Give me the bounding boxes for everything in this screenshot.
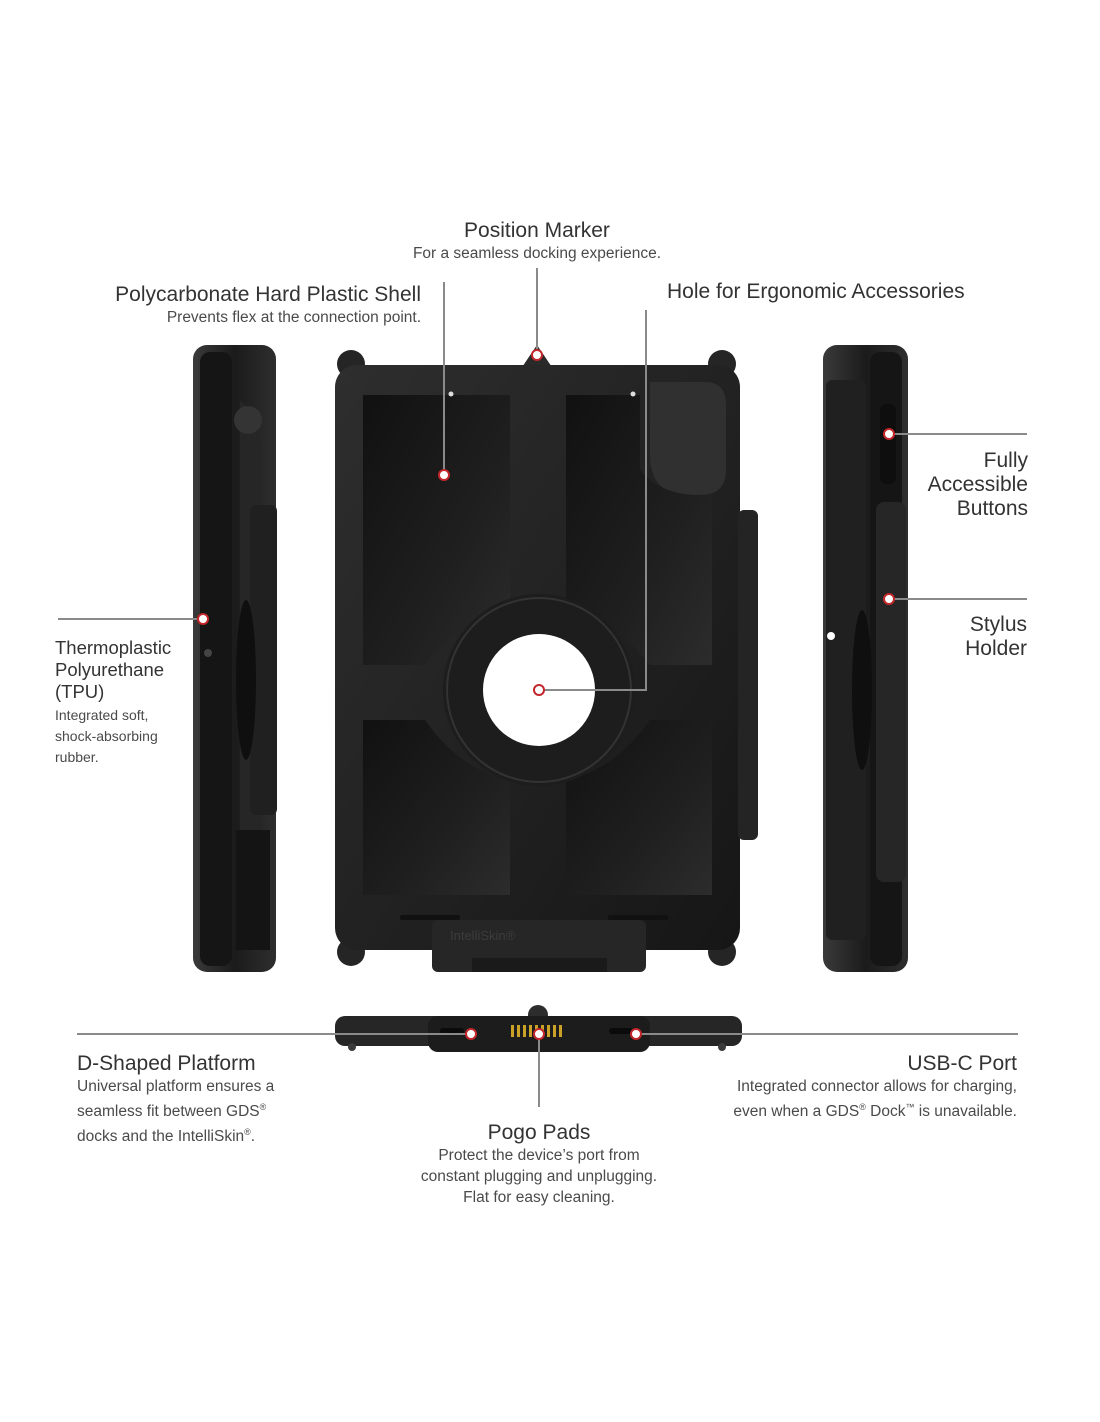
buttons-line1: Fully bbox=[983, 449, 1028, 472]
tpu-desc1: Integrated soft, bbox=[55, 707, 149, 723]
case-back-view: IntelliSkin® bbox=[335, 345, 758, 972]
usbc-callout: USB-C Port Integrated connector allows f… bbox=[660, 1052, 1017, 1122]
marker-ergonomic-hole bbox=[533, 684, 545, 696]
usbc-desc2: even when a GDS® Dock™ is unavailable. bbox=[733, 1102, 1017, 1121]
tpu-line1: Thermoplastic bbox=[55, 637, 172, 658]
buttons-line2: Accessible bbox=[927, 473, 1028, 496]
tpu-line2: Polyurethane bbox=[55, 659, 165, 680]
tpu-callout: Thermoplastic Polyurethane (TPU) Integra… bbox=[55, 637, 195, 768]
polycarbonate-callout: Polycarbonate Hard Plastic Shell Prevent… bbox=[60, 283, 421, 328]
marker-buttons bbox=[883, 428, 895, 440]
marker-polycarbonate bbox=[438, 469, 450, 481]
d-shaped-desc1: Universal platform ensures a bbox=[77, 1078, 275, 1095]
pogo-callout: Pogo Pads Protect the device’s port from… bbox=[369, 1121, 709, 1208]
usbc-title: USB-C Port bbox=[907, 1052, 1017, 1075]
ergonomic-hole-title: Hole for Ergonomic Accessories bbox=[667, 280, 965, 303]
tpu-desc3: rubber. bbox=[55, 749, 99, 765]
d-shaped-callout: D-Shaped Platform Universal platform ens… bbox=[77, 1052, 397, 1147]
buttons-callout: Fully Accessible Buttons bbox=[880, 449, 1028, 521]
marker-d-platform bbox=[465, 1028, 477, 1040]
tpu-line3: (TPU) bbox=[55, 681, 105, 702]
d-shaped-desc2: seamless fit between GDS® bbox=[77, 1102, 267, 1121]
stylus-line1: Stylus bbox=[969, 613, 1027, 636]
callout-markers bbox=[197, 349, 895, 1040]
position-marker-desc: For a seamless docking experience. bbox=[412, 245, 662, 262]
buttons-line3: Buttons bbox=[956, 497, 1028, 520]
stylus-line2: Holder bbox=[965, 637, 1027, 660]
stylus-callout: Stylus Holder bbox=[900, 613, 1027, 661]
d-shaped-desc3: docks and the IntelliSkin®. bbox=[77, 1127, 256, 1146]
pogo-desc1: Protect the device’s port from bbox=[438, 1147, 640, 1164]
ergonomic-hole-callout: Hole for Ergonomic Accessories bbox=[667, 280, 1067, 304]
polycarbonate-desc: Prevents flex at the connection point. bbox=[166, 309, 421, 326]
marker-stylus bbox=[883, 593, 895, 605]
pogo-desc2: constant plugging and unplugging. bbox=[420, 1168, 658, 1185]
marker-usbc bbox=[630, 1028, 642, 1040]
marker-position bbox=[531, 349, 543, 361]
pogo-title: Pogo Pads bbox=[487, 1121, 591, 1144]
position-marker-title: Position Marker bbox=[464, 219, 610, 242]
usbc-desc1: Integrated connector allows for charging… bbox=[736, 1078, 1017, 1095]
marker-pogo bbox=[533, 1028, 545, 1040]
d-shaped-title: D-Shaped Platform bbox=[77, 1052, 256, 1075]
pogo-desc3: Flat for easy cleaning. bbox=[463, 1189, 615, 1206]
position-marker-callout: Position Marker For a seamless docking e… bbox=[337, 219, 737, 264]
tpu-desc2: shock-absorbing bbox=[55, 728, 158, 744]
right-side-view bbox=[823, 345, 908, 972]
callout-lines bbox=[58, 268, 1027, 1107]
marker-tpu bbox=[197, 613, 209, 625]
polycarbonate-title: Polycarbonate Hard Plastic Shell bbox=[115, 283, 421, 306]
left-side-view bbox=[193, 345, 277, 972]
embossed-logo: IntelliSkin® bbox=[450, 928, 516, 943]
